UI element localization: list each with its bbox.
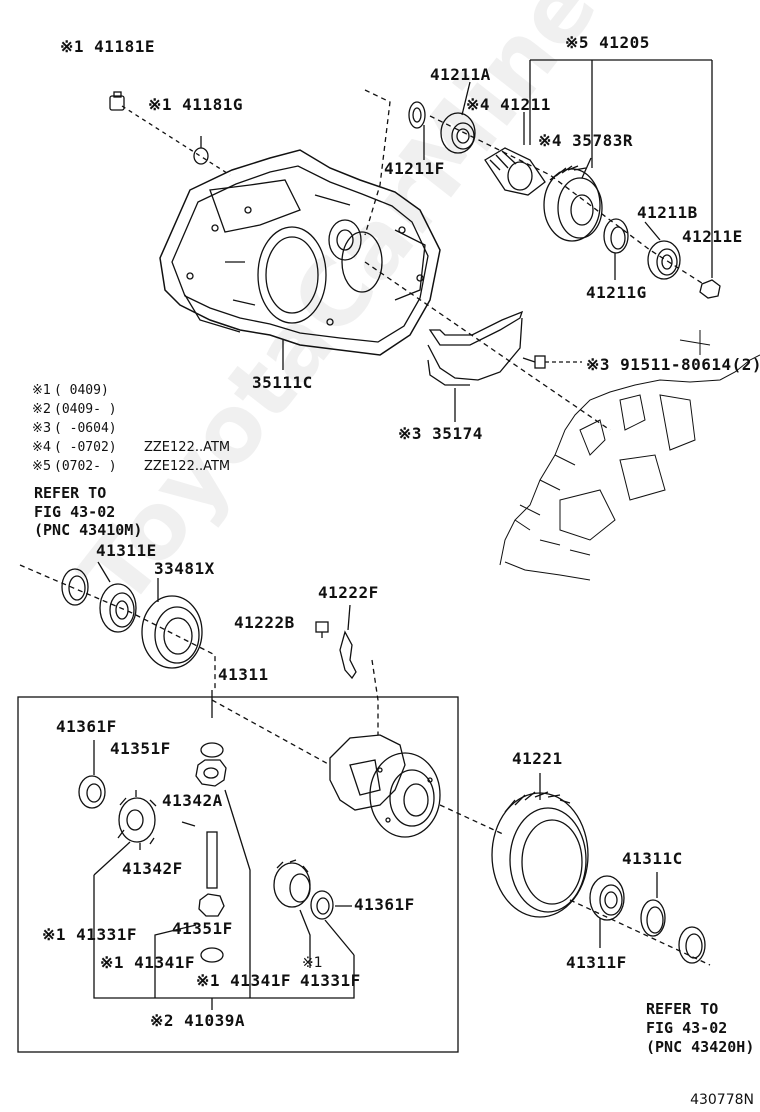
side-washer-41361F-right <box>310 890 334 920</box>
note-mark: ※4 <box>32 440 52 455</box>
figure-id: 430778N <box>690 1092 754 1108</box>
drain-plug <box>109 91 125 111</box>
transaxle-housing <box>159 149 441 356</box>
label-41211E[interactable]: 41211E <box>682 227 743 246</box>
nut-41211E <box>699 279 721 299</box>
shim-41311C <box>640 899 666 937</box>
label-41211[interactable]: ※4 41211 <box>466 95 551 114</box>
label-41221[interactable]: 41221 <box>512 749 563 768</box>
washer-41351F-bottom <box>200 947 224 963</box>
label-41331F-right-mark: ※1 <box>302 955 323 971</box>
label-41211A[interactable]: 41211A <box>430 65 491 84</box>
label-41342F[interactable]: 41342F <box>122 859 183 878</box>
label-41039A[interactable]: ※2 41039A <box>150 1011 245 1030</box>
label-41331F-left[interactable]: ※1 41331F <box>42 925 137 944</box>
transmission-case-outline <box>499 330 760 581</box>
note-range: (0409- ) <box>54 402 117 417</box>
washer-41351F-top <box>200 742 224 758</box>
label-41361F-left[interactable]: 41361F <box>56 717 117 736</box>
label-91511[interactable]: ※3 91511-80614(2) <box>586 355 760 374</box>
refer-right-line1: REFER TO <box>646 1000 719 1018</box>
label-41351F-bottom[interactable]: 41351F <box>172 919 233 938</box>
label-41211G[interactable]: 41211G <box>586 283 647 302</box>
gear-lower <box>198 893 225 917</box>
refer-left-line2[interactable]: FIG 43-02 <box>34 503 116 521</box>
note-mark: ※2 <box>32 402 52 417</box>
note-mark: ※5 <box>32 459 52 474</box>
label-41211F[interactable]: 41211F <box>384 159 445 178</box>
label-41311F[interactable]: 41311F <box>566 953 627 972</box>
differential-case-41311 <box>329 734 441 838</box>
note-mark: ※3 <box>32 421 52 436</box>
plug-gasket <box>193 147 209 165</box>
note-model: ZZE122..ATM <box>144 459 231 474</box>
refer-right-line3: (PNC 43420H) <box>646 1038 755 1056</box>
label-41342A[interactable]: 41342A <box>162 791 223 810</box>
label-35111C[interactable]: 35111C <box>252 373 313 392</box>
label-41331F-right[interactable]: 41331F <box>300 971 361 990</box>
side-gear-41342A <box>195 759 227 787</box>
label-41351F-top[interactable]: 41351F <box>110 739 171 758</box>
note-range: ( 0409) <box>54 383 109 398</box>
oil-receiver-35174 <box>427 310 524 386</box>
ring-gear-41221 <box>491 791 589 918</box>
oil-seal-41311C <box>678 926 706 964</box>
bearing-41211B <box>647 240 681 280</box>
bearing-41311E <box>99 583 137 633</box>
label-41211B[interactable]: 41211B <box>637 203 698 222</box>
pinion-shaft-41211 <box>484 147 546 196</box>
label-41181G[interactable]: ※1 41181G <box>148 95 243 114</box>
refer-left-line1: REFER TO <box>34 484 107 502</box>
note-range: (0702- ) <box>54 459 117 474</box>
spacer-41211G <box>603 218 629 254</box>
note-range: ( -0604) <box>54 421 117 436</box>
refer-left-line3: (PNC 43410M) <box>34 521 143 539</box>
note-model: ZZE122..ATM <box>144 440 231 455</box>
pin-41342A <box>181 821 196 827</box>
refer-right-line2[interactable]: FIG 43-02 <box>646 1019 728 1037</box>
gear-35783R <box>543 165 603 242</box>
label-41311C[interactable]: 41311C <box>622 849 683 868</box>
bolt-41222B <box>315 621 329 638</box>
label-41361F-right[interactable]: 41361F <box>354 895 415 914</box>
label-41311E[interactable]: 41311E <box>96 541 157 560</box>
label-41341F-right[interactable]: ※1 41341F <box>196 971 291 990</box>
bolt-91511 <box>522 355 546 369</box>
side-washer-41361F <box>78 775 106 809</box>
label-35783R[interactable]: ※4 35783R <box>538 131 633 150</box>
label-35174[interactable]: ※3 35174 <box>398 424 483 443</box>
pinion-gear-41331F <box>117 790 157 850</box>
oil-seal-41211F <box>408 101 426 129</box>
label-41311[interactable]: 41311 <box>218 665 269 684</box>
speedometer-gear-41222F <box>339 630 357 680</box>
label-41205[interactable]: ※5 41205 <box>565 33 650 52</box>
label-41222F[interactable]: 41222F <box>318 583 379 602</box>
bearing-33481X <box>141 595 203 669</box>
label-41341F-left[interactable]: ※1 41341F <box>100 953 195 972</box>
note-range: ( -0702) <box>54 440 117 455</box>
side-gear-41331F <box>273 859 311 908</box>
differential-group-frame <box>17 696 459 1053</box>
oil-seal-41311E <box>61 568 89 606</box>
bearing-41211A <box>440 112 476 154</box>
pinion-shaft-41342F <box>206 831 218 889</box>
label-33481X[interactable]: 33481X <box>154 559 215 578</box>
label-41222B[interactable]: 41222B <box>234 613 295 632</box>
note-mark: ※1 <box>32 383 52 398</box>
label-41181E[interactable]: ※1 41181E <box>60 37 155 56</box>
bearing-41311F <box>589 875 625 921</box>
